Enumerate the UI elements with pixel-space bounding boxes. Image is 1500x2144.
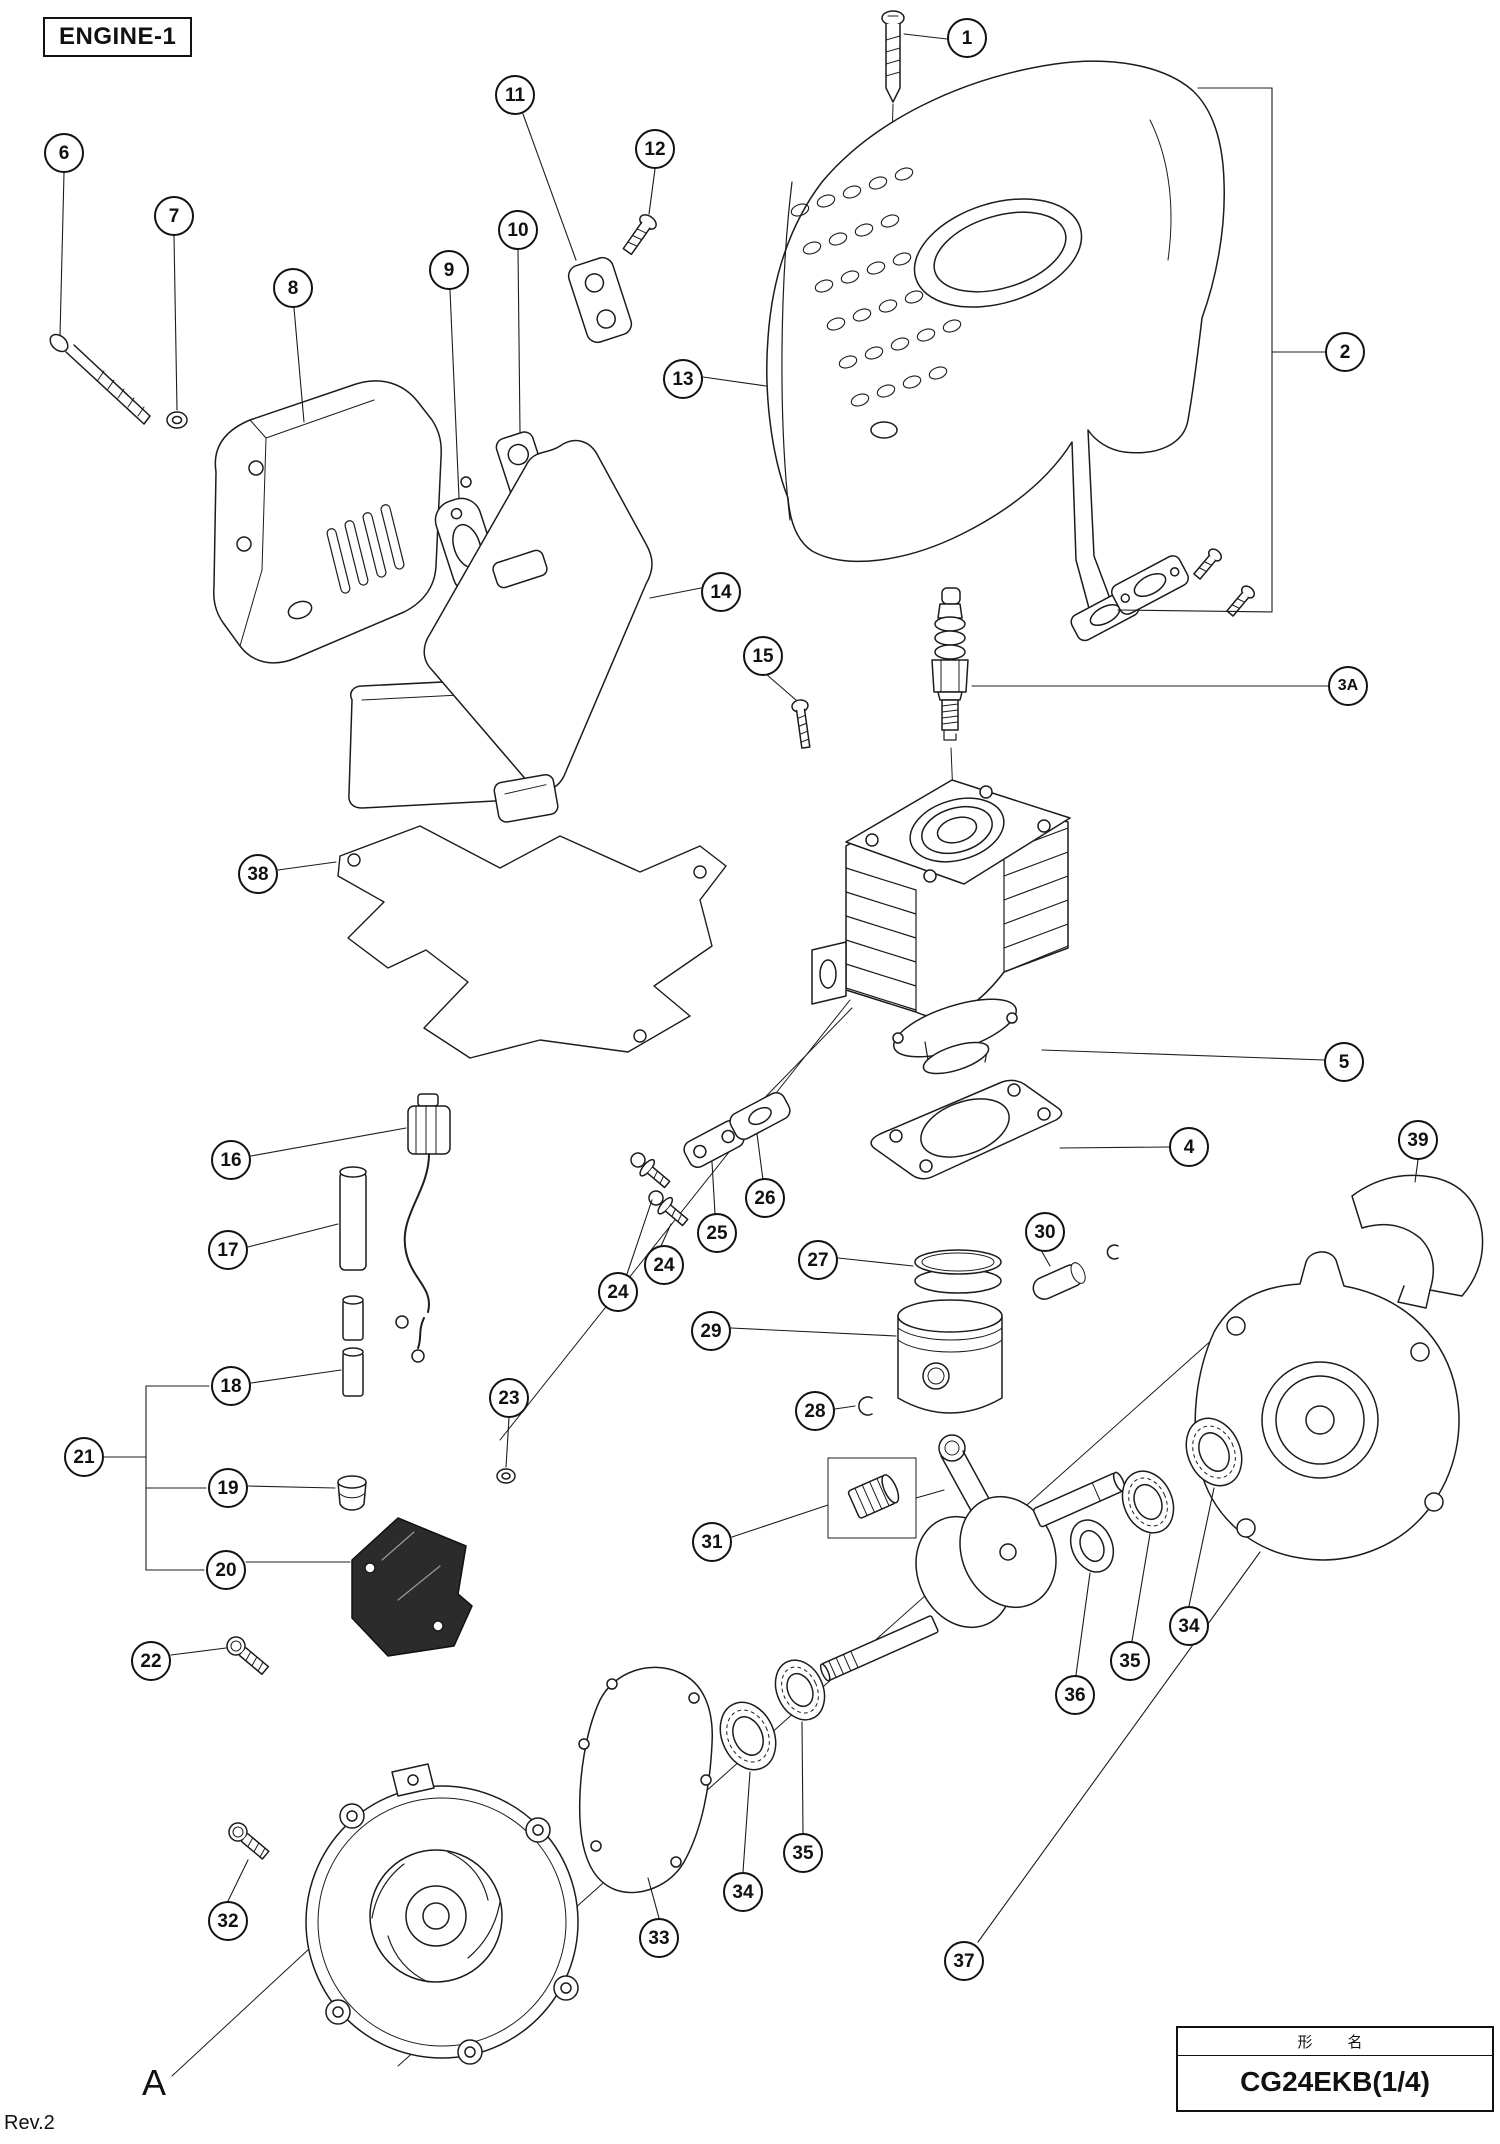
piston-drawing [897, 1299, 1003, 1414]
diagram-title-box: ENGINE-1 [43, 17, 193, 57]
clip-drawing [493, 773, 559, 823]
callout-30: 30 [1025, 1212, 1065, 1252]
crankshaft-drawing [819, 1434, 1126, 1682]
callout-15: 15 [743, 636, 783, 676]
cover-grille [790, 167, 962, 407]
muffler-drawing [213, 380, 442, 664]
fan-case-drawing [305, 1763, 579, 2065]
callout-24-b: 24 [598, 1272, 638, 1312]
callout-35-right: 35 [1110, 1641, 1150, 1681]
ignition-coil-drawing [351, 1517, 473, 1657]
callout-26: 26 [745, 1178, 785, 1218]
screw-15-drawing [791, 699, 811, 749]
callout-7: 7 [154, 196, 194, 236]
piston-rings-drawing [914, 1249, 1002, 1294]
callout-29: 29 [691, 1311, 731, 1351]
callout-11: 11 [495, 75, 535, 115]
callout-28: 28 [795, 1391, 835, 1431]
piston-pin-drawing [1032, 1244, 1119, 1300]
model-number: CG24EKB(1/4) [1240, 2066, 1430, 2097]
leader-lines [59, 33, 1419, 1943]
circlip-28-drawing [858, 1396, 873, 1416]
title-block-header: 形 名 [1178, 2028, 1492, 2056]
plate-25-drawing [683, 1119, 745, 1169]
bearing-35-left-drawing [774, 1659, 826, 1721]
washer-7-drawing [166, 411, 188, 429]
callout-16: 16 [211, 1140, 251, 1180]
callout-36: 36 [1055, 1675, 1095, 1715]
callout-14: 14 [701, 572, 741, 612]
bolt-6-drawing [49, 333, 151, 425]
bolt-24-drawing [630, 1152, 689, 1227]
plate-26-drawing [729, 1091, 791, 1141]
bracket-38-drawing [337, 825, 727, 1059]
callout-8: 8 [273, 268, 313, 308]
callout-37: 37 [944, 1941, 984, 1981]
callout-12: 12 [635, 129, 675, 169]
callout-33: 33 [639, 1918, 679, 1958]
screw-12-drawing [622, 214, 657, 256]
callout-21: 21 [64, 1437, 104, 1477]
insulator-screw-icon [1193, 548, 1223, 580]
plate-11-drawing [567, 256, 633, 344]
insulator-parts-drawing [1070, 548, 1256, 642]
tube-17-drawing [339, 1166, 367, 1271]
callout-9: 9 [429, 250, 469, 290]
screw-1-drawing [881, 10, 905, 103]
callout-32: 32 [208, 1901, 248, 1941]
callout-27: 27 [798, 1240, 838, 1280]
title-block: 形 名 CG24EKB(1/4) [1176, 2026, 1494, 2112]
cylinder-gasket-drawing [870, 1079, 1063, 1180]
needle-bearing-drawing [827, 1457, 917, 1539]
crankcase-gasket-drawing [578, 1666, 713, 1894]
callout-25: 25 [697, 1213, 737, 1253]
spark-plug-drawing [931, 587, 969, 741]
callout-10: 10 [498, 210, 538, 250]
callout-38: 38 [238, 854, 278, 894]
callout-19: 19 [208, 1468, 248, 1508]
callout-13: 13 [663, 359, 703, 399]
callout-31: 31 [692, 1522, 732, 1562]
ignition-lead-drawing [395, 1093, 451, 1363]
heat-shield-drawing [423, 439, 653, 791]
callout-20: 20 [206, 1550, 246, 1590]
grommet-19-drawing [337, 1475, 367, 1511]
callout-24-a: 24 [644, 1245, 684, 1285]
seal-36-drawing [1069, 1519, 1115, 1573]
bearing-34-left-drawing [719, 1701, 777, 1771]
callout-23: 23 [489, 1378, 529, 1418]
bolt-32-drawing [228, 1822, 270, 1860]
crankcase-drawing [1194, 1251, 1460, 1561]
callout-4: 4 [1169, 1127, 1209, 1167]
insulator-screw-icon [1226, 585, 1256, 617]
cylinder-drawing [811, 779, 1071, 1075]
callout-5: 5 [1324, 1042, 1364, 1082]
bearing-34-right-drawing [1185, 1417, 1243, 1487]
callout-2: 2 [1325, 332, 1365, 372]
callout-3a: 3A [1328, 666, 1368, 706]
section-label-a: A [142, 2062, 167, 2103]
callout-34-right: 34 [1169, 1606, 1209, 1646]
callout-17: 17 [208, 1230, 248, 1270]
callout-6: 6 [44, 133, 84, 173]
tube-18-drawing [342, 1295, 364, 1397]
callout-1: 1 [947, 18, 987, 58]
revision-label: Rev.2 [4, 2112, 55, 2134]
washer-23-drawing [496, 1468, 516, 1484]
bolt-22-drawing [226, 1636, 270, 1676]
engine-cover-drawing [766, 60, 1225, 613]
callout-34-left: 34 [723, 1872, 763, 1912]
callout-22: 22 [131, 1641, 171, 1681]
bearing-35-right-drawing [1121, 1470, 1175, 1534]
callout-35-left: 35 [783, 1833, 823, 1873]
callout-18: 18 [211, 1366, 251, 1406]
diagram-title: ENGINE-1 [59, 23, 177, 50]
callout-39: 39 [1398, 1120, 1438, 1160]
shield-39-drawing [1351, 1174, 1484, 1309]
